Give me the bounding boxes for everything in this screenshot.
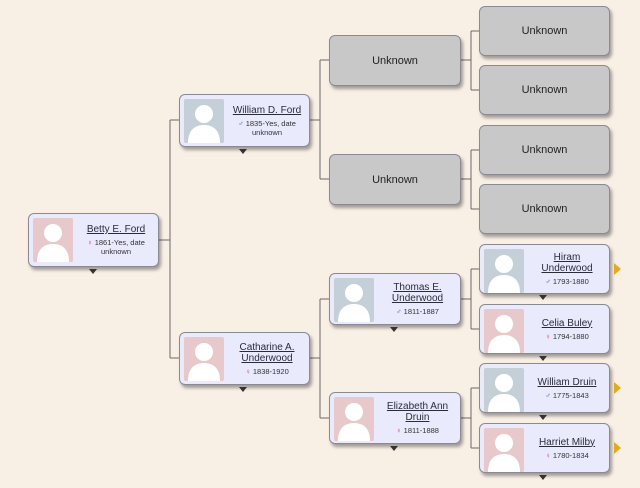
expand-caret-icon[interactable] <box>390 327 398 332</box>
person-name-link[interactable]: William Druin <box>537 376 597 388</box>
unknown-label: Unknown <box>372 54 418 67</box>
male-symbol-icon: ♂ <box>396 307 402 316</box>
unknown-person-card[interactable]: Unknown <box>329 154 461 205</box>
more-ancestors-arrow-icon[interactable] <box>614 263 621 275</box>
person-card-elizabeth-ann-druin[interactable]: Elizabeth Ann Druin ♀1811-1888 <box>329 392 461 444</box>
female-avatar-icon <box>184 337 224 381</box>
expand-caret-icon[interactable] <box>539 475 547 480</box>
male-avatar-icon <box>334 278 374 322</box>
more-ancestors-arrow-icon[interactable] <box>614 382 621 394</box>
person-dates: ♀1794-1880 <box>545 331 589 341</box>
person-name-link[interactable]: Hiram Underwood <box>541 252 593 274</box>
unknown-person-card[interactable]: Unknown <box>479 65 610 115</box>
female-symbol-icon: ♀ <box>396 426 402 435</box>
male-avatar-icon <box>184 99 224 143</box>
expand-caret-icon[interactable] <box>539 295 547 300</box>
person-card-hiram-underwood[interactable]: Hiram Underwood ♂1793-1880 <box>479 244 610 294</box>
male-symbol-icon: ♂ <box>545 390 551 400</box>
person-name-link[interactable]: Thomas E. Underwood <box>391 282 444 304</box>
person-dates: ♀1811-1888 <box>396 426 439 435</box>
person-card-william-d-ford[interactable]: William D. Ford ♂1835-Yes, date unknown <box>179 94 310 147</box>
person-card-betty-e-ford[interactable]: Betty E. Ford ♀1861-Yes, date unknown <box>28 213 159 267</box>
female-avatar-icon <box>33 218 73 262</box>
person-dates: ♀1838-1920 <box>245 366 289 376</box>
person-dates: ♂1775-1843 <box>545 390 589 400</box>
expand-caret-icon[interactable] <box>390 446 398 451</box>
unknown-label: Unknown <box>521 203 568 215</box>
person-card-harriet-milby[interactable]: Harriet Milby ♀1780-1834 <box>479 423 610 473</box>
person-card-celia-buley[interactable]: Celia Buley ♀1794-1880 <box>479 304 610 354</box>
expand-caret-icon[interactable] <box>239 387 247 392</box>
person-dates: ♂1793-1880 <box>545 277 589 286</box>
person-name-link[interactable]: Celia Buley <box>541 317 593 329</box>
person-name-link[interactable]: Catharine A. Underwood <box>239 341 295 364</box>
female-avatar-icon <box>334 397 374 441</box>
unknown-person-card[interactable]: Unknown <box>479 125 610 175</box>
male-symbol-icon: ♂ <box>545 277 551 286</box>
female-symbol-icon: ♀ <box>245 366 251 376</box>
male-avatar-icon <box>484 249 524 293</box>
male-symbol-icon: ♂ <box>238 118 244 128</box>
expand-caret-icon[interactable] <box>239 149 247 154</box>
person-card-william-druin[interactable]: William Druin ♂1775-1843 <box>479 363 610 413</box>
male-avatar-icon <box>484 368 524 412</box>
person-card-thomas-e-underwood[interactable]: Thomas E. Underwood ♂1811-1887 <box>329 273 461 325</box>
female-symbol-icon: ♀ <box>545 450 551 460</box>
person-name-link[interactable]: Betty E. Ford <box>86 224 146 235</box>
female-symbol-icon: ♀ <box>545 331 551 341</box>
person-name-link[interactable]: Elizabeth Ann Druin <box>386 401 449 423</box>
female-avatar-icon <box>484 309 524 353</box>
person-name-link[interactable]: William D. Ford <box>232 104 302 116</box>
person-dates: ♂1835-Yes, date unknown <box>238 118 296 137</box>
expand-caret-icon[interactable] <box>89 269 97 274</box>
unknown-person-card[interactable]: Unknown <box>479 184 610 234</box>
expand-caret-icon[interactable] <box>539 415 547 420</box>
person-card-catharine-a-underwood[interactable]: Catharine A. Underwood ♀1838-1920 <box>179 332 310 385</box>
unknown-label: Unknown <box>372 173 418 186</box>
person-dates: ♀1780-1834 <box>545 450 589 460</box>
expand-caret-icon[interactable] <box>539 356 547 361</box>
unknown-label: Unknown <box>521 84 568 96</box>
person-dates: ♂1811-1887 <box>396 307 439 316</box>
unknown-person-card[interactable]: Unknown <box>329 35 461 86</box>
female-avatar-icon <box>484 428 524 472</box>
unknown-label: Unknown <box>521 25 568 37</box>
person-name-link[interactable]: Harriet Milby <box>538 436 596 448</box>
female-symbol-icon: ♀ <box>87 238 93 247</box>
unknown-label: Unknown <box>521 144 568 156</box>
more-ancestors-arrow-icon[interactable] <box>614 442 621 454</box>
unknown-person-card[interactable]: Unknown <box>479 6 610 56</box>
person-dates: ♀1861-Yes, date unknown <box>87 238 145 256</box>
